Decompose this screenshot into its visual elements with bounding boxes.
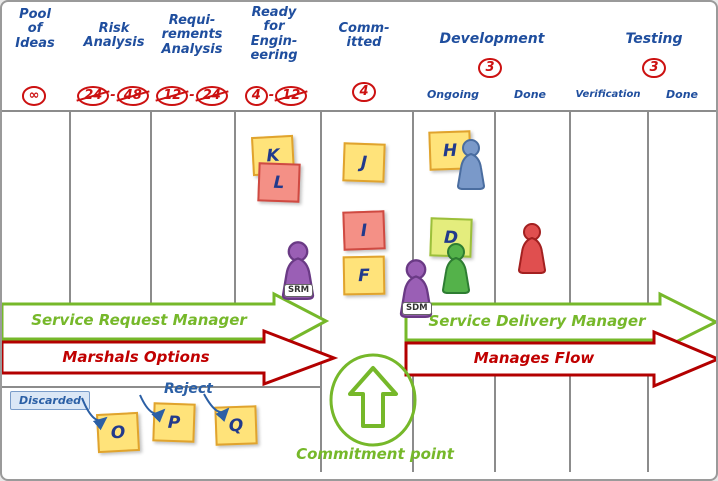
wip-separator: - <box>110 88 116 103</box>
wip-limit-pool: ∞ <box>10 86 58 106</box>
red-pawn-icon <box>517 223 547 274</box>
column-line-4 <box>320 110 322 472</box>
service-request-manager-arrow <box>2 291 330 352</box>
wip-token-pool: ∞ <box>21 86 47 106</box>
wip-limit-ready: 4-12 <box>238 86 314 106</box>
column-header-requirements-analysis: Requi- rements Analysis <box>161 13 223 57</box>
green-pawn-icon <box>441 243 471 294</box>
subcolumn-header-ongoing: Ongoing <box>426 88 480 101</box>
wip-limit-risk: 24-48 <box>76 86 150 106</box>
subcolumn-header-verification: Verification <box>575 89 641 100</box>
column-header-committed: Comm- itted <box>338 21 390 51</box>
column-header-pool-of-ideas: Pool of Ideas <box>15 7 55 51</box>
wip-separator: - <box>268 88 275 103</box>
service-delivery-manager-arrow <box>404 291 716 353</box>
header-divider-line <box>2 110 716 112</box>
wip-limit-requirements: 12-24 <box>152 86 232 106</box>
wip-token-ready-old: 4 <box>244 86 268 106</box>
commitment-point-label: Commitment point <box>296 445 454 463</box>
commitment-point-circle <box>329 353 417 447</box>
wip-token-development: 3 <box>478 58 502 78</box>
column-header-testing: Testing <box>625 31 683 47</box>
wip-token-committed: 4 <box>352 82 376 102</box>
wip-separator: - <box>189 88 195 103</box>
column-line-6 <box>494 110 496 472</box>
manages-flow-label: Manages Flow <box>473 349 595 367</box>
blue-pawn-icon <box>456 139 486 190</box>
wip-limit-testing: 3 <box>628 58 680 78</box>
wip-token-requirements-new: 24 <box>195 86 228 106</box>
column-header-development: Development <box>439 31 545 47</box>
column-line-2 <box>150 110 152 306</box>
reject-arrow-to-Q <box>203 393 230 422</box>
sdm-pawn-label: SDM <box>402 302 432 315</box>
reject-label: Reject <box>164 381 213 397</box>
reject-arrow-to-O <box>81 397 108 431</box>
srm-pawn-label: SRM <box>284 284 314 297</box>
wip-limit-committed: 4 <box>338 82 390 102</box>
column-header-risk-analysis: Risk Analysis <box>83 21 145 51</box>
service-request-manager-label: Service Request Manager <box>31 311 247 329</box>
marshals-options-label: Marshals Options <box>62 348 210 366</box>
wip-token-risk-old: 24 <box>77 86 110 106</box>
wip-token-ready-new: 12 <box>275 86 308 106</box>
manages-flow-arrow <box>404 329 716 389</box>
subcolumn-header-dev-done: Done <box>514 88 546 101</box>
discarded-label: Discarded <box>10 391 91 410</box>
column-line-1 <box>69 110 71 306</box>
marshals-options-arrow <box>2 328 339 387</box>
column-line-3 <box>234 110 236 306</box>
wip-token-requirements-old: 12 <box>156 86 189 106</box>
discard-area-divider-line <box>2 386 322 388</box>
wip-limit-development: 3 <box>464 58 516 78</box>
wip-token-risk-new: 48 <box>116 86 149 106</box>
commitment-point-up-arrow-icon <box>348 366 398 428</box>
subcolumn-header-test-done: Done <box>666 88 698 101</box>
service-delivery-manager-label: Service Delivery Manager <box>428 312 646 330</box>
reject-arrow-to-P <box>139 394 166 423</box>
column-line-8 <box>647 110 649 472</box>
wip-token-testing: 3 <box>642 58 666 78</box>
column-line-7 <box>569 110 571 472</box>
column-header-ready-for-engineering: Ready for Engin- eering <box>250 5 298 63</box>
